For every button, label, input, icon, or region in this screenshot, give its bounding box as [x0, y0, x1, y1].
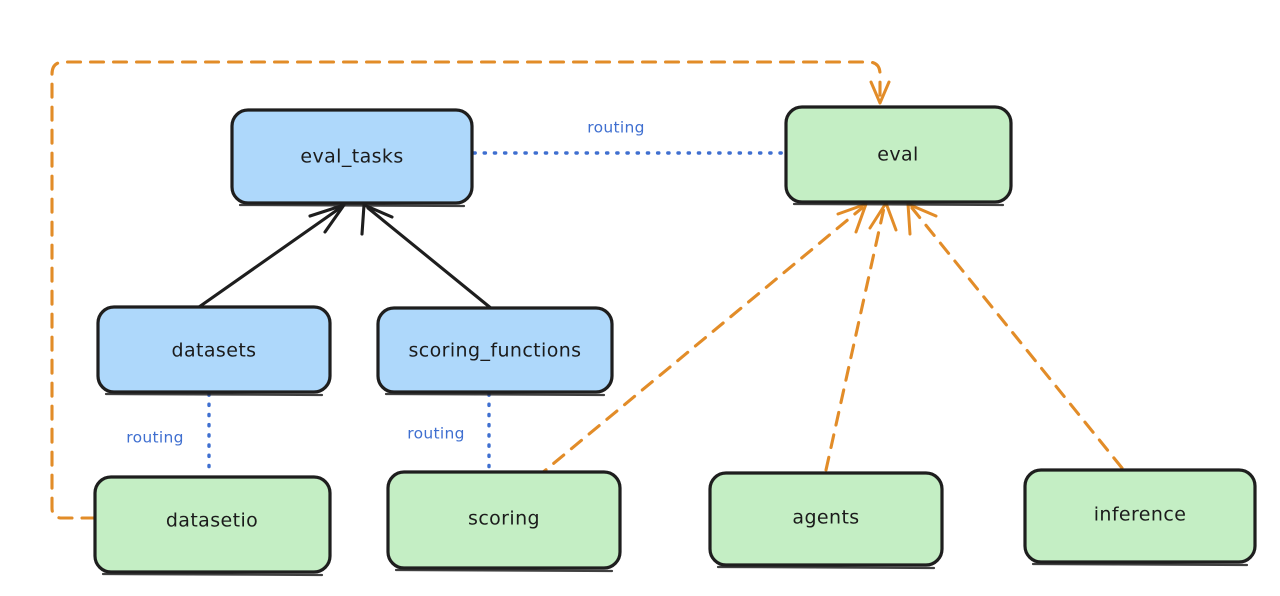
- node-scoring-functions-label: scoring_functions: [409, 340, 582, 362]
- edge-datasets-to-eval-tasks-line: [197, 206, 342, 309]
- node-layer: eval_tasks eval datasets scoring_functio…: [93, 105, 1257, 577]
- node-eval-tasks-box[interactable]: [230, 108, 474, 205]
- node-eval[interactable]: eval: [784, 105, 1013, 207]
- edge-datasets-to-eval-tasks: [197, 203, 346, 309]
- edge-label-routing-eval-tasks: routing: [587, 119, 645, 137]
- node-scoring-functions-box[interactable]: [376, 306, 614, 394]
- node-scoring-functions-shadow: [384, 392, 606, 397]
- edge-datasetio-to-eval-line: [50, 60, 882, 520]
- edge-scoring-to-eval-line: [534, 206, 864, 480]
- edge-scoring-functions-to-eval-tasks: [360, 203, 494, 311]
- edge-scoring-functions-to-eval-tasks-arrowhead: [360, 203, 394, 236]
- edge-datasets-to-datasetio: routing: [126, 392, 211, 477]
- node-datasetio-label: datasetio: [166, 510, 258, 532]
- edge-layer: routing routing routing: [50, 60, 1124, 520]
- node-inference-shadow: [1031, 562, 1249, 567]
- edge-eval-tasks-to-eval: routing: [472, 119, 786, 155]
- node-scoring-label: scoring: [468, 508, 540, 530]
- node-agents-box[interactable]: [708, 471, 944, 567]
- node-inference-box[interactable]: [1023, 468, 1257, 564]
- node-agents[interactable]: agents: [708, 471, 944, 570]
- node-datasets-box[interactable]: [96, 305, 332, 394]
- node-agents-label: agents: [792, 507, 859, 529]
- edge-agents-to-eval: [824, 201, 898, 472]
- edge-label-routing-scoring-functions: routing: [407, 425, 465, 443]
- node-eval-label: eval: [877, 144, 918, 166]
- node-scoring-shadow: [394, 568, 614, 573]
- node-inference[interactable]: inference: [1023, 468, 1257, 567]
- node-eval-shadow: [792, 202, 1005, 207]
- node-datasetio-shadow: [101, 572, 324, 577]
- edge-scoring-functions-to-eval-tasks-line: [366, 206, 494, 311]
- node-scoring-box[interactable]: [386, 470, 622, 570]
- node-eval-tasks-shadow: [238, 203, 466, 208]
- node-scoring[interactable]: scoring: [386, 470, 622, 573]
- node-scoring-functions[interactable]: scoring_functions: [376, 306, 614, 397]
- node-datasetio[interactable]: datasetio: [93, 475, 332, 577]
- edge-label-routing-datasets: routing: [126, 429, 184, 447]
- edge-datasetio-to-eval-arrowhead: [869, 80, 891, 105]
- node-datasetio-box[interactable]: [93, 475, 332, 574]
- node-agents-shadow: [716, 565, 936, 570]
- node-eval-tasks-label: eval_tasks: [300, 146, 403, 168]
- edge-inference-to-eval-line: [910, 206, 1124, 470]
- edge-agents-to-eval-line: [824, 206, 886, 472]
- node-eval-box[interactable]: [784, 105, 1013, 204]
- edge-datasetio-to-eval: [50, 60, 891, 520]
- edge-inference-to-eval: [906, 202, 1124, 470]
- node-eval-tasks[interactable]: eval_tasks: [230, 108, 474, 208]
- node-datasets[interactable]: datasets: [96, 305, 332, 397]
- node-datasets-shadow: [104, 392, 324, 397]
- edge-scoring-functions-to-scoring: routing: [407, 392, 491, 472]
- node-inference-label: inference: [1094, 504, 1187, 526]
- node-datasets-label: datasets: [172, 340, 257, 362]
